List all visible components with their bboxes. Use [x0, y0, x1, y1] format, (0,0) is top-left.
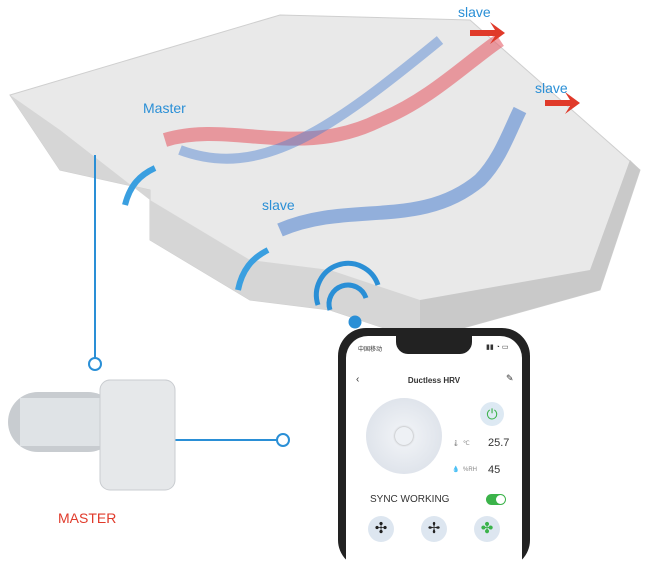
- temperature-value: 25.7: [488, 437, 510, 449]
- connector-dot-1: [88, 357, 102, 371]
- inflow-arrow-2: [235, 247, 270, 291]
- phone-notch: [396, 336, 472, 354]
- house-illustration: [8, 14, 641, 491]
- hrv-device: [8, 379, 176, 491]
- app-screen: 中国移动 ▮▮ ◔ ▭ ‹ Ductless HRV ✎ ⏻ 🌡 ℃ 25.7 …: [346, 336, 522, 568]
- connector-dot-2: [276, 433, 290, 447]
- carrier-text: 中国移动: [358, 347, 383, 353]
- status-icons: ▮▮ ◔ ▭: [486, 344, 509, 351]
- outflow-arrow-1: [470, 22, 505, 44]
- house-front-wall: [10, 95, 420, 340]
- master-device-label: MASTER: [58, 510, 117, 526]
- airflow-red: [162, 34, 504, 147]
- humidity-value: 45: [488, 464, 501, 476]
- master-label: Master: [143, 100, 186, 116]
- fan-mode-2-icon[interactable]: ✢: [421, 516, 447, 542]
- sync-toggle[interactable]: [486, 494, 506, 505]
- slave-label-3: slave: [262, 197, 295, 213]
- sync-working-label: SYNC WORKING: [370, 494, 450, 505]
- humidity-icon: 💧: [452, 467, 460, 473]
- back-icon[interactable]: ‹: [356, 374, 360, 385]
- fan-mode-1-icon[interactable]: ✣: [368, 516, 394, 542]
- fan-mode-3-icon[interactable]: ✤: [474, 516, 500, 542]
- smartphone: 中国移动 ▮▮ ◔ ▭ ‹ Ductless HRV ✎ ⏻ 🌡 ℃ 25.7 …: [338, 328, 530, 568]
- edit-icon[interactable]: ✎: [506, 373, 514, 383]
- temperature-unit: ℃: [463, 441, 470, 447]
- fan-graphic: [366, 398, 442, 474]
- inflow-arrow-1: [122, 165, 157, 206]
- app-title: Ductless HRV: [407, 376, 461, 385]
- wifi-icon: [313, 260, 381, 329]
- slave-label-2: slave: [535, 80, 568, 96]
- fan-hub: [395, 427, 413, 445]
- house-right-wall: [420, 160, 640, 340]
- thermometer-icon: 🌡: [452, 441, 460, 447]
- airflow-blue: [277, 106, 527, 237]
- power-button[interactable]: ⏻: [480, 402, 504, 426]
- slave-label-1: slave: [458, 4, 491, 20]
- outflow-arrow-2: [545, 92, 580, 114]
- humidity-unit: %RH: [463, 467, 478, 473]
- airflow-blue-2: [178, 36, 444, 164]
